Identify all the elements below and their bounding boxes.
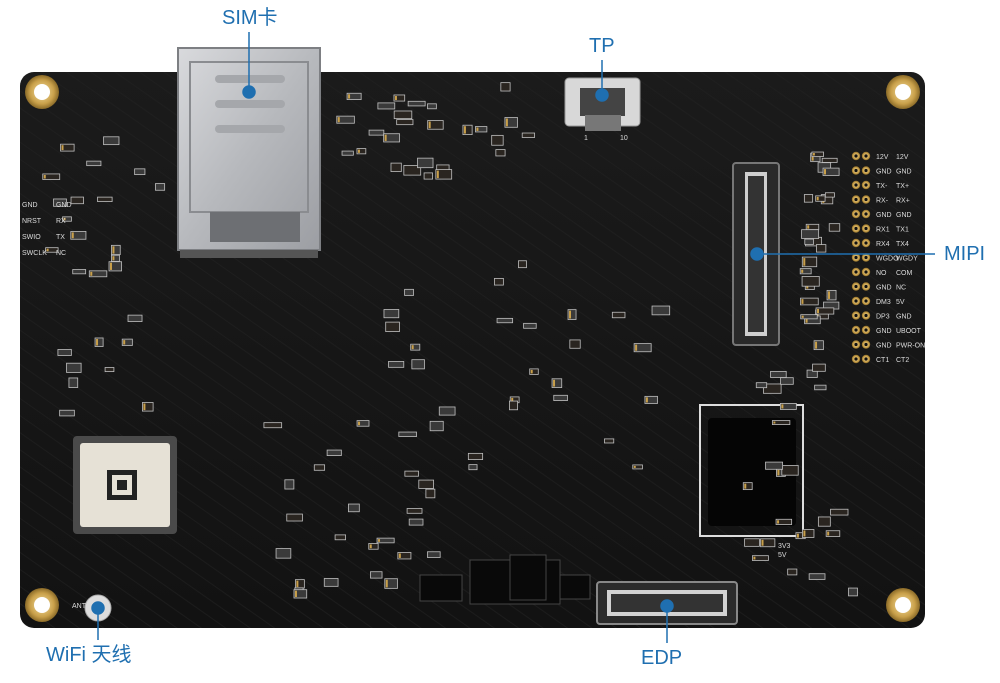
- silk-right-header-label: TX1: [896, 227, 909, 234]
- silk-right-header-label: WGDO: [876, 256, 899, 263]
- silk-right-header-label: GND: [896, 169, 912, 176]
- silk-right-header-label: GND: [896, 314, 912, 321]
- silk-left-header-label: SWCLK: [22, 250, 47, 257]
- callout-tp: TP: [589, 35, 615, 57]
- ic-packages: [419, 554, 591, 605]
- silk-tp-pin-label: 10: [620, 135, 628, 142]
- silk-power-pin-label: 3V3: [778, 543, 791, 550]
- silk-right-header-label: NC: [896, 285, 906, 292]
- callout-mipi: MIPI: [944, 243, 986, 265]
- silk-ant-label: ANT: [72, 603, 87, 610]
- silk-right-header-label: GND: [876, 212, 892, 219]
- silk-tp-pin-label: 1: [584, 135, 588, 142]
- mounting-holes: [25, 75, 920, 622]
- silk-right-header-label: TX4: [896, 241, 909, 248]
- silk-right-header-label: GND: [876, 328, 892, 335]
- silk-left-header-b-label: GND: [56, 202, 72, 209]
- right-header-pads: [851, 151, 871, 364]
- silk-right-header-label: COM: [896, 270, 913, 277]
- silk-right-header-label: RX1: [876, 227, 890, 234]
- silk-left-header-b-label: TX: [56, 234, 65, 241]
- silk-right-header-label: 12V: [876, 154, 889, 161]
- silk-right-header-label: RX+: [896, 198, 910, 205]
- silk-left-header-label: SWIO: [22, 234, 41, 241]
- silk-right-header-label: 12V: [896, 154, 909, 161]
- silk-right-header-label: GND: [876, 285, 892, 292]
- silk-right-header-label: NO: [876, 270, 887, 277]
- sim-card-holder: [177, 47, 321, 258]
- silk-right-header-label: GND: [876, 343, 892, 350]
- callout-wifi-antenna: WiFi 天线: [46, 644, 132, 666]
- silk-right-header-label: GND: [896, 212, 912, 219]
- silk-right-header-label: RX4: [876, 241, 890, 248]
- silk-right-header-label: TX+: [896, 183, 909, 190]
- silk-right-header-label: PWR-ON: [896, 343, 925, 350]
- silk-right-header-label: DM3: [876, 299, 891, 306]
- silkscreen-text: GND NRST SWIO SWCLK GND RX TX NC 12V 12V GND GND TX-…: [22, 135, 925, 610]
- silk-left-header-b-label: RX: [56, 218, 66, 225]
- silk-left-header-b-label: NC: [56, 250, 66, 257]
- silk-right-header-label: CT1: [876, 357, 889, 364]
- silk-right-header-label: TX-: [876, 183, 888, 190]
- callout-lines: [91, 32, 935, 643]
- silk-power-pin-label: 5V: [778, 552, 787, 559]
- silk-right-header-label: CT2: [896, 357, 909, 364]
- silk-right-header-label: DP3: [876, 314, 890, 321]
- silk-right-header-label: GND: [876, 169, 892, 176]
- silk-left-header-label: GND: [22, 202, 38, 209]
- silk-right-header-label: 5V: [896, 299, 905, 306]
- soc-chip: [699, 404, 804, 537]
- silk-right-header-label: RX-: [876, 198, 889, 205]
- silk-right-header-label: WGDY: [896, 256, 918, 263]
- silk-left-header-label: NRST: [22, 218, 42, 225]
- smd-components: [42, 82, 858, 599]
- wifi-module: [73, 436, 177, 534]
- silk-right-header-label: UBOOT: [896, 328, 922, 335]
- callout-edp: EDP: [641, 647, 683, 669]
- callout-sim-card: SIM卡: [222, 7, 278, 29]
